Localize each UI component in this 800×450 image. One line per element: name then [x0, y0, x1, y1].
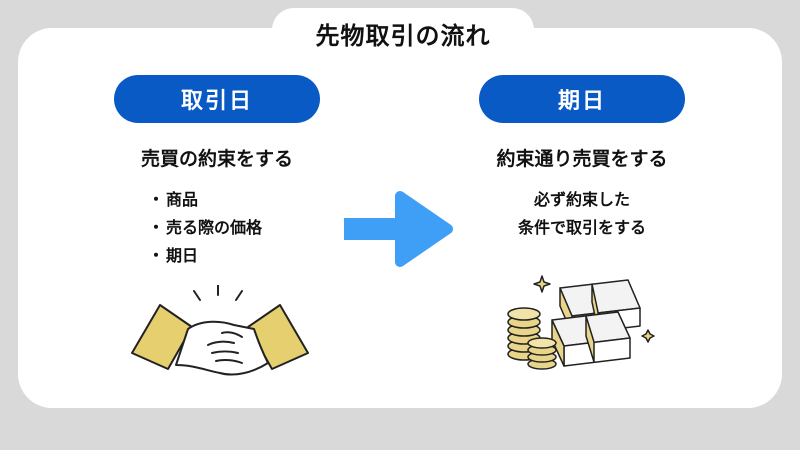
contract-items-list: ・商品 ・売る際の価格 ・期日 — [148, 186, 262, 270]
list-item: ・期日 — [148, 242, 262, 270]
list-item: ・売る際の価格 — [148, 214, 262, 242]
due-date-description: 必ず約束した 条件で取引をする — [462, 186, 702, 242]
coin-top — [527, 337, 557, 349]
bill-band — [585, 315, 595, 363]
list-item-label: 売る際の価格 — [166, 218, 263, 237]
list-item-label: 商品 — [166, 190, 199, 209]
sparkle-icon — [641, 329, 655, 343]
bullet-mark: ・ — [148, 190, 165, 209]
page-title: 先物取引の流れ — [315, 22, 491, 50]
arrow-right-icon — [344, 191, 453, 267]
trade-day-subtitle: 売買の約束をする — [140, 148, 293, 170]
thumb-line — [221, 331, 243, 338]
finger-line — [211, 350, 239, 354]
title-tab — [272, 8, 534, 64]
bullet-mark: ・ — [148, 218, 165, 237]
finger-line — [215, 358, 243, 364]
bullet-mark: ・ — [148, 246, 165, 265]
coin-top — [507, 307, 541, 321]
motion-line — [193, 290, 201, 301]
description-line: 必ず約束した — [533, 190, 630, 209]
money-stack-icon — [507, 275, 655, 370]
bill-stack-end — [551, 319, 565, 367]
trade-day-badge: 取引日 — [114, 75, 320, 123]
due-date-badge: 期日 — [479, 75, 685, 123]
arrow-head — [395, 191, 453, 267]
due-date-subtitle: 約束通り売買をする — [496, 148, 668, 170]
list-item: ・商品 — [148, 186, 262, 214]
finger-line — [207, 340, 235, 346]
sparkle-icon — [533, 275, 551, 293]
handshake-icon — [131, 285, 309, 376]
description-line: 条件で取引をする — [517, 218, 646, 237]
list-item-label: 期日 — [166, 246, 199, 265]
clasped-hands — [175, 320, 269, 376]
motion-line — [235, 290, 243, 301]
